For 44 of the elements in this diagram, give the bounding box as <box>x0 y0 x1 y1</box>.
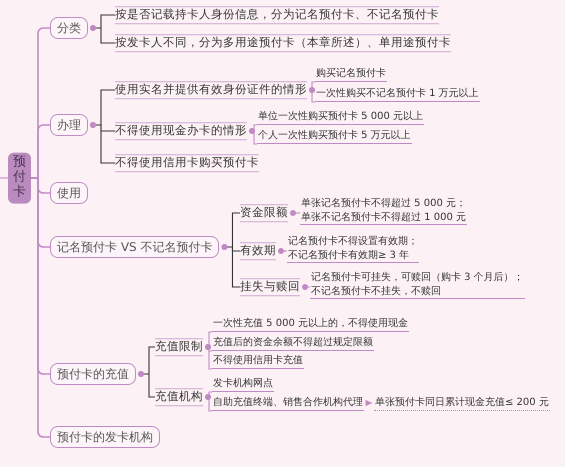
detail-node: 一次性购买不记名预付卡 1 万元以上 <box>315 86 480 102</box>
subtopic-node: 挂失与赎回 <box>240 278 300 296</box>
subtopic-node: 不得使用现金办卡的情形 <box>115 122 247 140</box>
connector-line <box>0 177 8 179</box>
connector-line <box>249 128 257 145</box>
connector-line <box>278 248 287 254</box>
connector-line <box>302 284 310 290</box>
detail-node: 发卡机构网点 <box>212 376 274 392</box>
subtopic-node: 按发卡人不同，分为多用途预付卡（本章所述）、单用途预付卡 <box>115 34 451 52</box>
subtopic-node: 资金限额 <box>240 204 288 222</box>
detail-node: 一次性充值 5 000 元以上的，不得使用现金 <box>212 316 409 332</box>
subtopic-node: 按是否记载持卡人身份信息，分为记名预付卡、不记名预付卡 <box>115 6 439 24</box>
subtopic-node: 不得使用信用卡购买预付卡 <box>115 154 259 172</box>
detail-node: 自助充值终端、销售合作机构代理 <box>212 395 364 411</box>
detail-node: 记名预付卡可挂失，可赎回（购卡 3 个月后）； 不记名预付卡不挂失，不赎回 <box>310 271 525 299</box>
detail-node: 记名预付卡不得设置有效期； 不记名预付卡有效期≥ 3 年 <box>287 235 419 263</box>
connector-line <box>90 122 115 164</box>
subtopic-node: 充值机构 <box>155 388 203 406</box>
detail-node: 充值后的资金余额不得超过规定限额 <box>212 335 374 351</box>
topic-node: 预付卡的充值 <box>50 363 136 385</box>
detail-node: 单张记名预付卡不得超过 5 000 元； 单张不记名预付卡不得超过 1 000 元 <box>300 197 467 225</box>
detail-node: 个人一次性购买预付卡 5 万元以上 <box>257 128 412 144</box>
topic-node: 使用 <box>50 182 88 204</box>
connector-line <box>221 244 240 288</box>
root-node: 预付卡 <box>8 152 31 204</box>
detail-node: 不得使用信用卡充值 <box>212 353 304 369</box>
topic-node: 分类 <box>50 17 88 39</box>
topic-node: 办理 <box>50 114 88 136</box>
arrow <box>365 400 372 406</box>
connector-line <box>290 210 300 216</box>
detail-node: 单张预付卡同日累计现金充值≤ 200 元 <box>374 395 550 411</box>
topic-node: 记名预付卡 VS 不记名预付卡 <box>50 236 220 258</box>
subtopic-node: 有效期 <box>240 242 276 260</box>
connector-line <box>205 344 212 370</box>
connector-line <box>205 394 212 412</box>
subtopic-node: 使用实名并提供有效身份证件的情形 <box>115 81 307 99</box>
detail-node: 购买记名预付卡 <box>315 66 387 82</box>
connector-line <box>31 177 50 438</box>
connector-line <box>90 25 115 44</box>
topic-node: 预付卡的发卡机构 <box>50 426 160 448</box>
detail-node: 单位一次性购买预付卡 5 000 元以上 <box>257 109 424 125</box>
subtopic-node: 充值限制 <box>155 338 203 356</box>
connector-line <box>309 87 315 103</box>
connector-line <box>138 371 155 398</box>
